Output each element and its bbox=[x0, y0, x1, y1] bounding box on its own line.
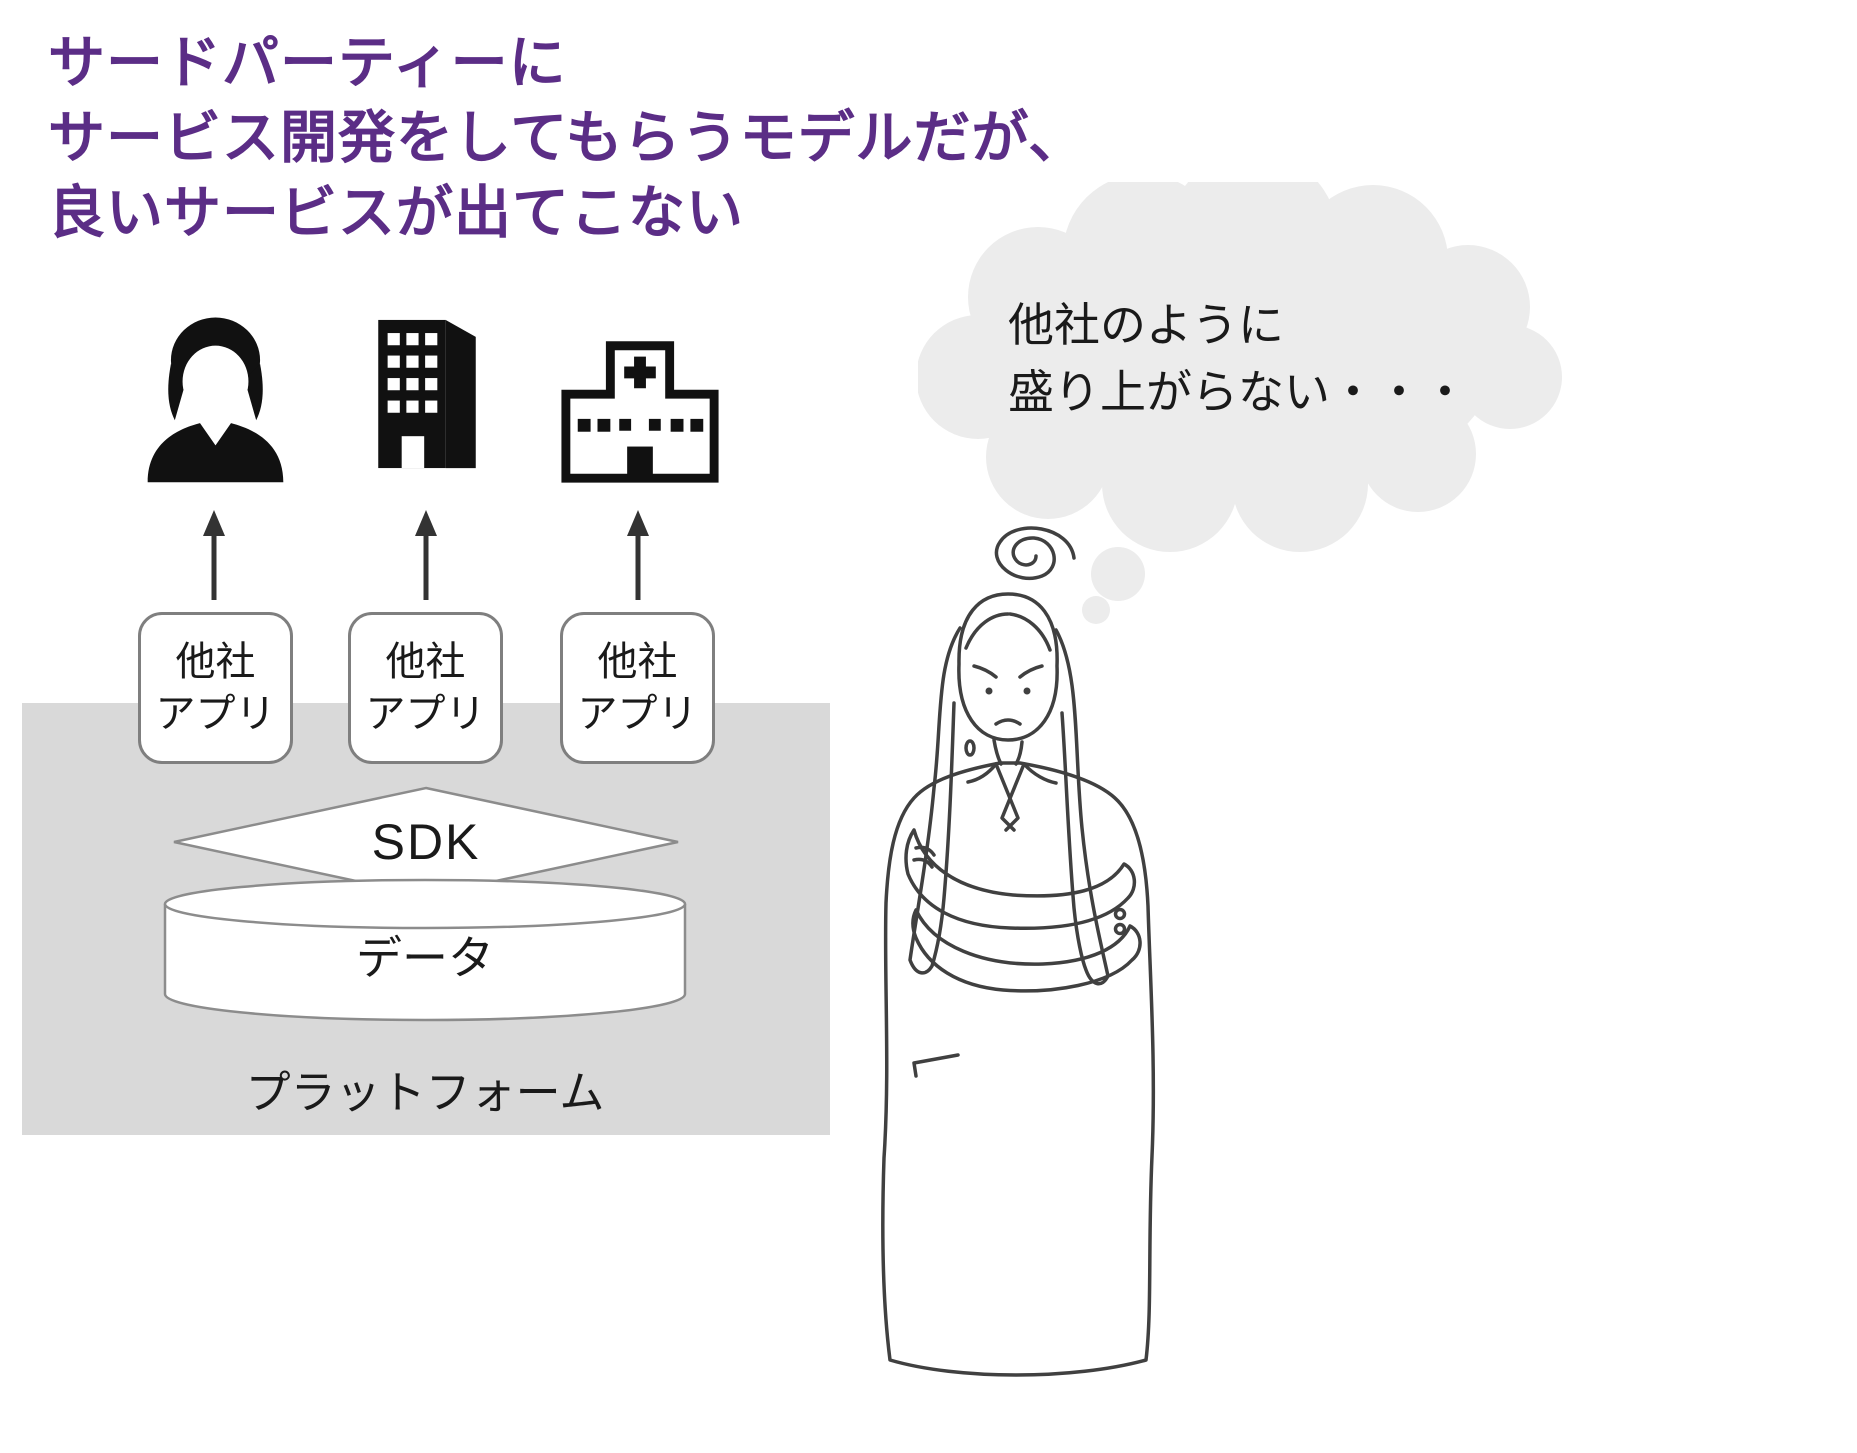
hospital-icon bbox=[561, 341, 719, 483]
app-box-label-line: アプリ bbox=[577, 692, 698, 736]
up-arrow bbox=[415, 510, 437, 600]
thought-text-line: 他社のように bbox=[1008, 299, 1284, 351]
building-icon bbox=[378, 319, 476, 469]
app-box-label-line: 他社 bbox=[385, 640, 466, 684]
up-arrow bbox=[203, 510, 225, 600]
data-label: データ bbox=[356, 932, 494, 984]
app-box: 他社 アプリ bbox=[348, 612, 503, 764]
slide-title: サードパーティーに サービス開発をしてもらうモデルだが、 良いサービスが出てこな… bbox=[48, 26, 1086, 252]
title-line: サービス開発をしてもらうモデルだが、 bbox=[48, 106, 1087, 171]
sdk-label: SDK bbox=[371, 814, 481, 870]
data-cylinder bbox=[163, 878, 687, 1022]
person-icon bbox=[147, 317, 284, 483]
platform-label: プラットフォーム bbox=[245, 1067, 605, 1118]
confusion-swirl-icon bbox=[994, 526, 1076, 580]
title-line: 良いサービスが出てこない bbox=[48, 181, 744, 246]
app-box: 他社 アプリ bbox=[560, 612, 715, 764]
title-line: サードパーティーに bbox=[48, 31, 567, 95]
thought-text: 他社のように 盛り上がらない・・・ bbox=[1008, 292, 1468, 425]
app-box-label-line: アプリ bbox=[365, 692, 486, 736]
app-box-label-line: アプリ bbox=[155, 692, 276, 736]
app-box-label-line: 他社 bbox=[175, 640, 256, 684]
app-box: 他社 アプリ bbox=[138, 612, 293, 764]
up-arrow bbox=[627, 510, 649, 600]
thought-text-line: 盛り上がらない・・・ bbox=[1008, 365, 1468, 418]
woman-illustration bbox=[881, 526, 1156, 1377]
thought-bubble bbox=[918, 182, 1562, 624]
app-box-label-line: 他社 bbox=[597, 640, 678, 684]
